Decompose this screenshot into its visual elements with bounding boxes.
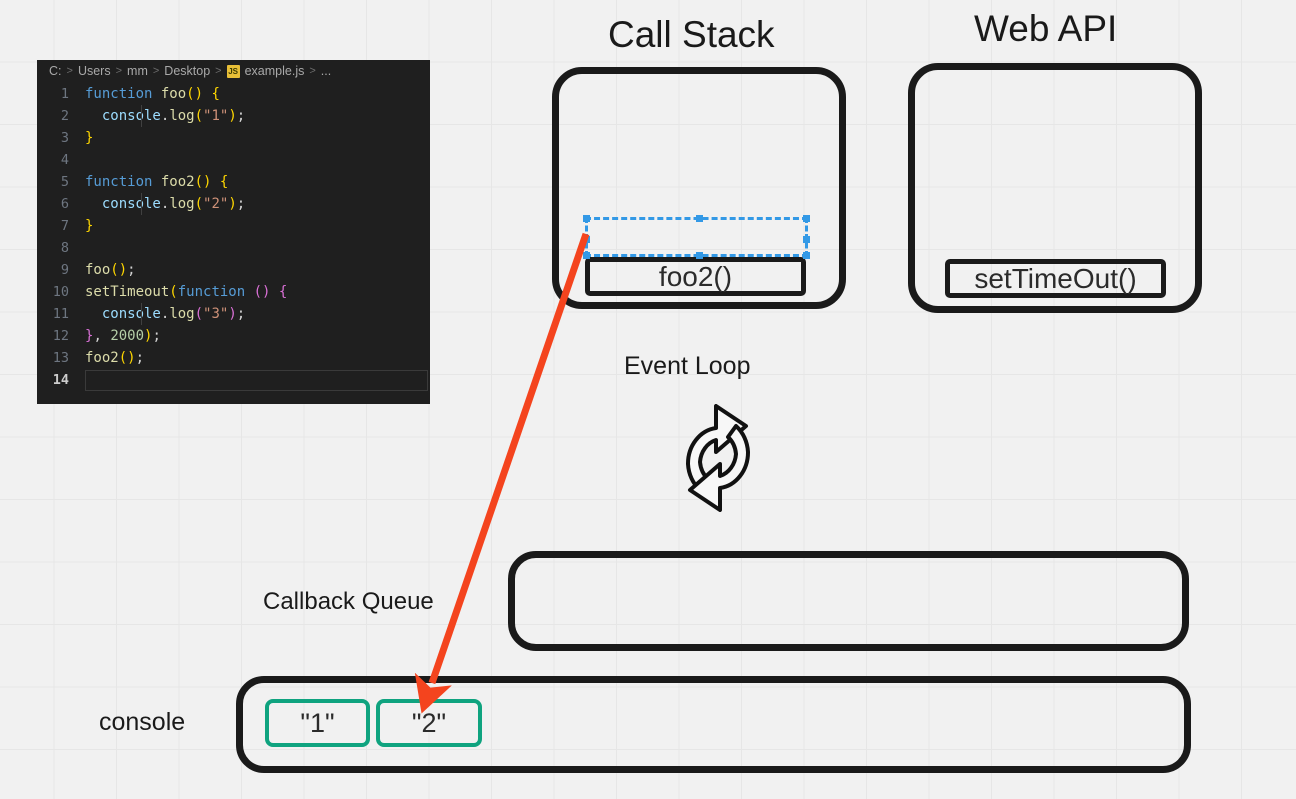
console-entry-2[interactable]: "2" — [376, 699, 482, 747]
breadcrumb-separator-icon: > — [215, 64, 222, 77]
code-line[interactable]: 3 } — [37, 127, 430, 149]
code-line[interactable]: 2 console.log("1"); — [37, 105, 430, 127]
breadcrumb-separator-icon: > — [115, 64, 123, 77]
javascript-file-icon: JS — [226, 65, 240, 78]
line-number: 1 — [60, 86, 69, 102]
web-api-title: Web API — [974, 8, 1118, 49]
line-number: 10 — [52, 284, 69, 300]
code-line[interactable]: 9 foo(); — [37, 259, 430, 281]
line-content[interactable]: console.log("1"); — [85, 105, 430, 127]
resize-handle-sw[interactable] — [583, 252, 590, 259]
line-number: 11 — [52, 306, 69, 322]
call-stack-frame-foo2[interactable]: foo2() — [585, 257, 806, 296]
console-title: console — [99, 708, 186, 736]
line-content[interactable]: console.log("2"); — [85, 193, 430, 215]
line-content[interactable]: }, 2000); — [85, 328, 161, 344]
line-number: 6 — [60, 196, 69, 212]
code-line[interactable]: 6 console.log("2"); — [37, 193, 430, 215]
breadcrumb-separator-icon: > — [309, 64, 316, 77]
line-number: 4 — [60, 152, 69, 168]
resize-handle-nw[interactable] — [583, 215, 590, 222]
call-stack-container[interactable] — [552, 67, 846, 309]
line-number: 9 — [60, 262, 69, 278]
line-content[interactable]: foo2(); — [85, 350, 145, 366]
event-loop-title: Event Loop — [624, 352, 751, 380]
breadcrumb-filename[interactable]: example.js — [244, 63, 305, 78]
resize-handle-e[interactable] — [803, 236, 810, 243]
selection-marquee[interactable] — [583, 215, 810, 259]
code-area[interactable]: 1 function foo() { 2 console.log("1"); 3… — [37, 81, 430, 391]
breadcrumb[interactable]: C: > Users > mm > Desktop > JS example.j… — [37, 60, 430, 81]
line-number: 12 — [52, 328, 69, 344]
line-content[interactable]: } — [85, 130, 94, 146]
console-entry-1[interactable]: "1" — [265, 699, 370, 747]
web-api-frame-settimeout[interactable]: setTimeOut() — [945, 259, 1166, 298]
code-line[interactable]: 11 console.log("3"); — [37, 303, 430, 325]
code-editor[interactable]: C: > Users > mm > Desktop > JS example.j… — [37, 60, 430, 404]
code-line-active[interactable]: 14 — [37, 369, 430, 391]
code-line[interactable]: 13 foo2(); — [37, 347, 430, 369]
resize-handle-n[interactable] — [696, 215, 703, 222]
callback-queue-title: Callback Queue — [263, 588, 434, 615]
web-api-container[interactable] — [908, 63, 1202, 313]
breadcrumb-folder-mm[interactable]: mm — [127, 63, 148, 78]
line-number: 2 — [60, 108, 69, 124]
code-line[interactable]: 5 function foo2() { — [37, 171, 430, 193]
code-line[interactable]: 1 function foo() { — [37, 83, 430, 105]
breadcrumb-ellipsis[interactable]: ... — [320, 63, 332, 78]
line-content[interactable]: console.log("3"); — [85, 303, 430, 325]
breadcrumb-separator-icon: > — [66, 64, 73, 77]
breadcrumb-separator-icon: > — [152, 64, 160, 77]
line-content[interactable]: foo(); — [85, 262, 136, 278]
code-line[interactable]: 7 } — [37, 215, 430, 237]
breadcrumb-drive[interactable]: C: — [49, 63, 62, 78]
code-line[interactable]: 10 setTimeout(function () { — [37, 281, 430, 303]
breadcrumb-folder-users[interactable]: Users — [77, 63, 111, 78]
line-number: 8 — [60, 240, 69, 256]
line-number: 5 — [60, 174, 69, 190]
circular-loop-arrows-icon — [685, 404, 751, 512]
resize-handle-ne[interactable] — [803, 215, 810, 222]
line-content[interactable]: function foo2() { — [85, 174, 229, 190]
line-content[interactable]: function foo() { — [85, 86, 220, 102]
line-number: 14 — [52, 372, 69, 388]
breadcrumb-folder-desktop[interactable]: Desktop — [164, 63, 211, 78]
console-container[interactable] — [236, 676, 1191, 773]
call-stack-title: Call Stack — [608, 14, 775, 55]
resize-handle-w[interactable] — [583, 236, 590, 243]
code-line[interactable]: 4 — [37, 149, 430, 171]
callback-queue-container[interactable] — [508, 551, 1189, 651]
line-content[interactable]: setTimeout(function () { — [85, 284, 288, 300]
resize-handle-s[interactable] — [696, 252, 703, 259]
line-number: 7 — [60, 218, 69, 234]
code-line[interactable]: 12 }, 2000); — [37, 325, 430, 347]
line-number: 13 — [52, 350, 69, 366]
line-number: 3 — [60, 130, 69, 146]
line-content[interactable]: } — [85, 218, 94, 234]
line-content[interactable] — [85, 369, 428, 391]
code-line[interactable]: 8 — [37, 237, 430, 259]
resize-handle-se[interactable] — [803, 252, 810, 259]
